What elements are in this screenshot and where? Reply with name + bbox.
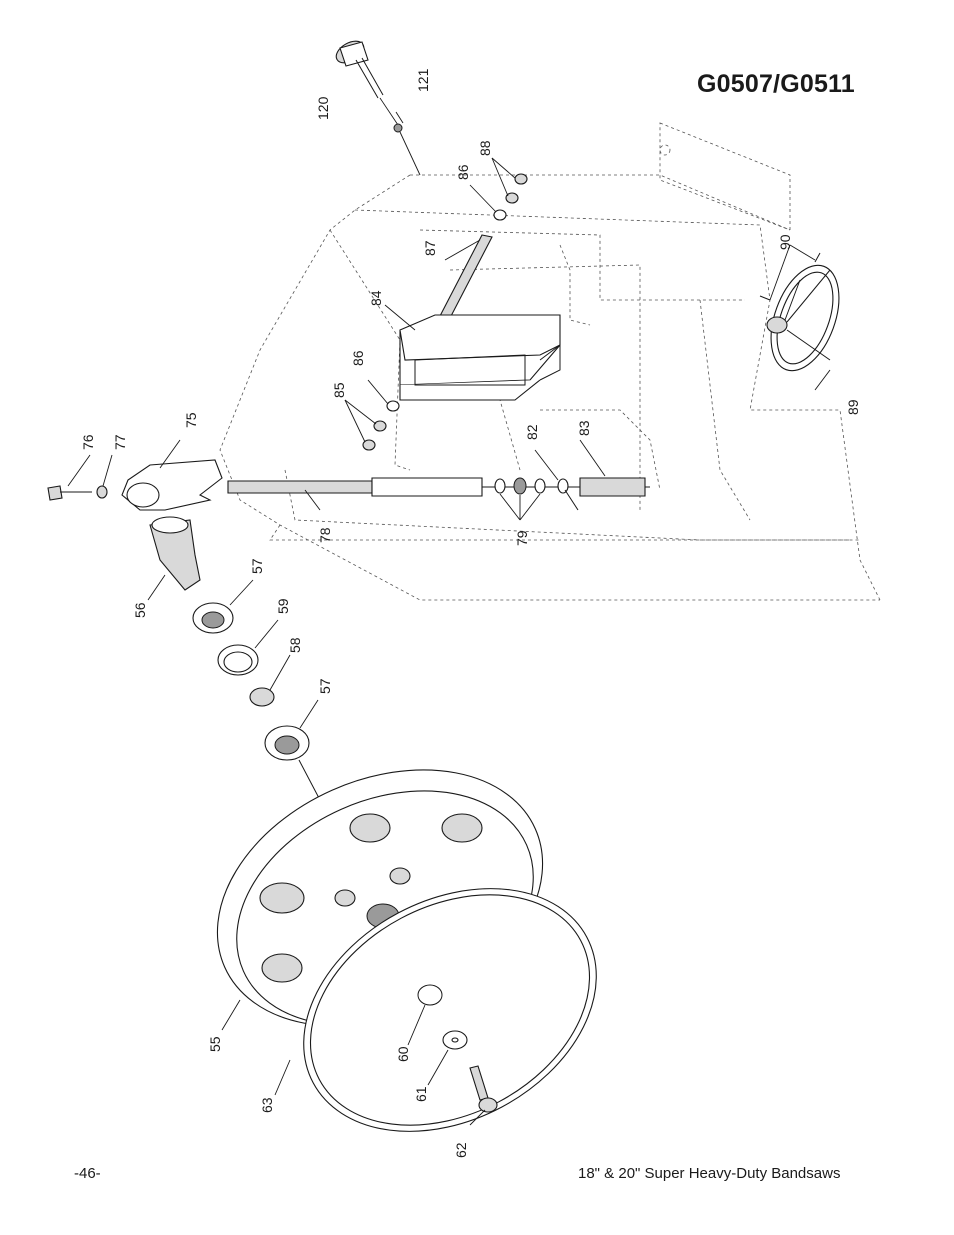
callout-60: 60 — [395, 1046, 411, 1062]
part-75-block — [121, 459, 223, 511]
part-82-pin — [557, 478, 579, 511]
callout-58: 58 — [287, 637, 303, 653]
callout-89: 89 — [845, 399, 861, 415]
part-87-threaded-rod — [439, 234, 493, 319]
callout-75: 75 — [183, 412, 199, 428]
callout-86-lower: 86 — [350, 350, 366, 366]
callout-86-upper: 86 — [455, 164, 471, 180]
part-85-nuts — [362, 400, 400, 451]
part-88-nuts — [493, 173, 528, 221]
part-120-knob — [335, 40, 421, 176]
callout-121: 121 — [415, 68, 431, 92]
part-62-bolt — [469, 1065, 498, 1113]
callout-57-lower: 57 — [317, 678, 333, 694]
part-60-retaining-ring — [417, 984, 443, 1006]
callout-61: 61 — [413, 1086, 429, 1102]
callout-56: 56 — [132, 602, 148, 618]
callout-55: 55 — [207, 1036, 223, 1052]
part-79-washers — [494, 477, 546, 495]
manual-title: 18" & 20" Super Heavy-Duty Bandsaws — [578, 1165, 841, 1182]
page-number: -46- — [74, 1165, 101, 1182]
part-57-bearing-upper — [192, 602, 234, 634]
callout-87: 87 — [422, 240, 438, 256]
part-56-shaft — [149, 516, 201, 591]
callout-85: 85 — [331, 382, 347, 398]
part-84-bracket — [399, 314, 561, 401]
callout-90: 90 — [777, 234, 793, 250]
callout-82: 82 — [524, 424, 540, 440]
callout-88: 88 — [477, 140, 493, 156]
model-title: G0507/G0511 — [697, 70, 855, 98]
callout-77: 77 — [112, 434, 128, 450]
callout-79: 79 — [514, 530, 530, 546]
part-61-washer — [442, 1030, 468, 1050]
part-59-spacer — [217, 644, 259, 676]
callout-83: 83 — [576, 420, 592, 436]
callout-59: 59 — [275, 598, 291, 614]
part-89-handwheel — [759, 252, 840, 372]
callout-63: 63 — [259, 1097, 275, 1113]
part-63-tire — [303, 888, 597, 1132]
callout-76: 76 — [80, 434, 96, 450]
callout-leaders — [67, 111, 831, 1126]
part-78-rod — [227, 477, 650, 497]
callout-labels: 120 121 88 86 87 84 86 85 90 89 75 76 77… — [80, 68, 861, 1158]
callout-57-upper: 57 — [249, 558, 265, 574]
part-83-spring — [579, 477, 646, 497]
callout-78: 78 — [317, 527, 333, 543]
part-58-bushing — [249, 687, 275, 707]
part-76-bolt — [47, 485, 108, 501]
callout-84: 84 — [368, 290, 384, 306]
callout-120: 120 — [315, 96, 331, 120]
callout-62: 62 — [453, 1142, 469, 1158]
part-57-bearing-lower — [264, 725, 310, 761]
